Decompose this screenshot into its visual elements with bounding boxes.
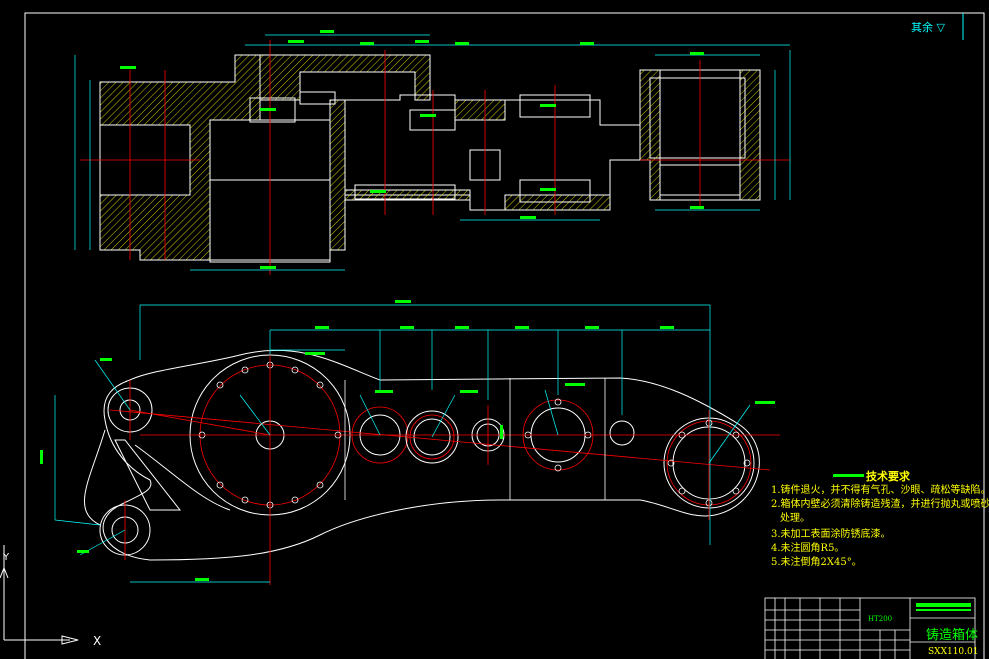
tech-item-2-cont: 处理。 bbox=[780, 513, 810, 524]
title-block-marks bbox=[916, 603, 971, 611]
ucs-icon bbox=[0, 545, 79, 645]
title-block bbox=[764, 597, 976, 659]
roughness-note: 其余 ▽ bbox=[911, 21, 945, 34]
side-view bbox=[40, 300, 780, 585]
tech-item-4: 4.未注圆角R5。 bbox=[771, 543, 845, 554]
tech-item-1: 1.铸件退火，并不得有气孔、沙眼、疏松等缺陷。 bbox=[771, 485, 989, 496]
tech-item-3: 3.未加工表面涂防锈底漆。 bbox=[771, 529, 891, 540]
title-block-part-name: 铸造箱体 bbox=[926, 628, 979, 643]
tech-item-5: 5.未注倒角2X45°。 bbox=[771, 557, 862, 568]
title-block-material: HT200 bbox=[868, 615, 893, 623]
title-block-drawing-number: SXX110.01 bbox=[928, 647, 979, 657]
tech-title-underline bbox=[833, 474, 864, 477]
tech-item-2: 2.箱体内壁必须清除铸造残渣，并进行抛丸或喷砂 bbox=[771, 499, 989, 510]
ucs-y-label: Y bbox=[2, 552, 10, 563]
tech-requirements-title: 技术要求 bbox=[866, 470, 910, 483]
drawing-frame bbox=[24, 12, 985, 659]
ucs-x-label: X bbox=[93, 634, 101, 648]
section-view bbox=[74, 30, 791, 275]
